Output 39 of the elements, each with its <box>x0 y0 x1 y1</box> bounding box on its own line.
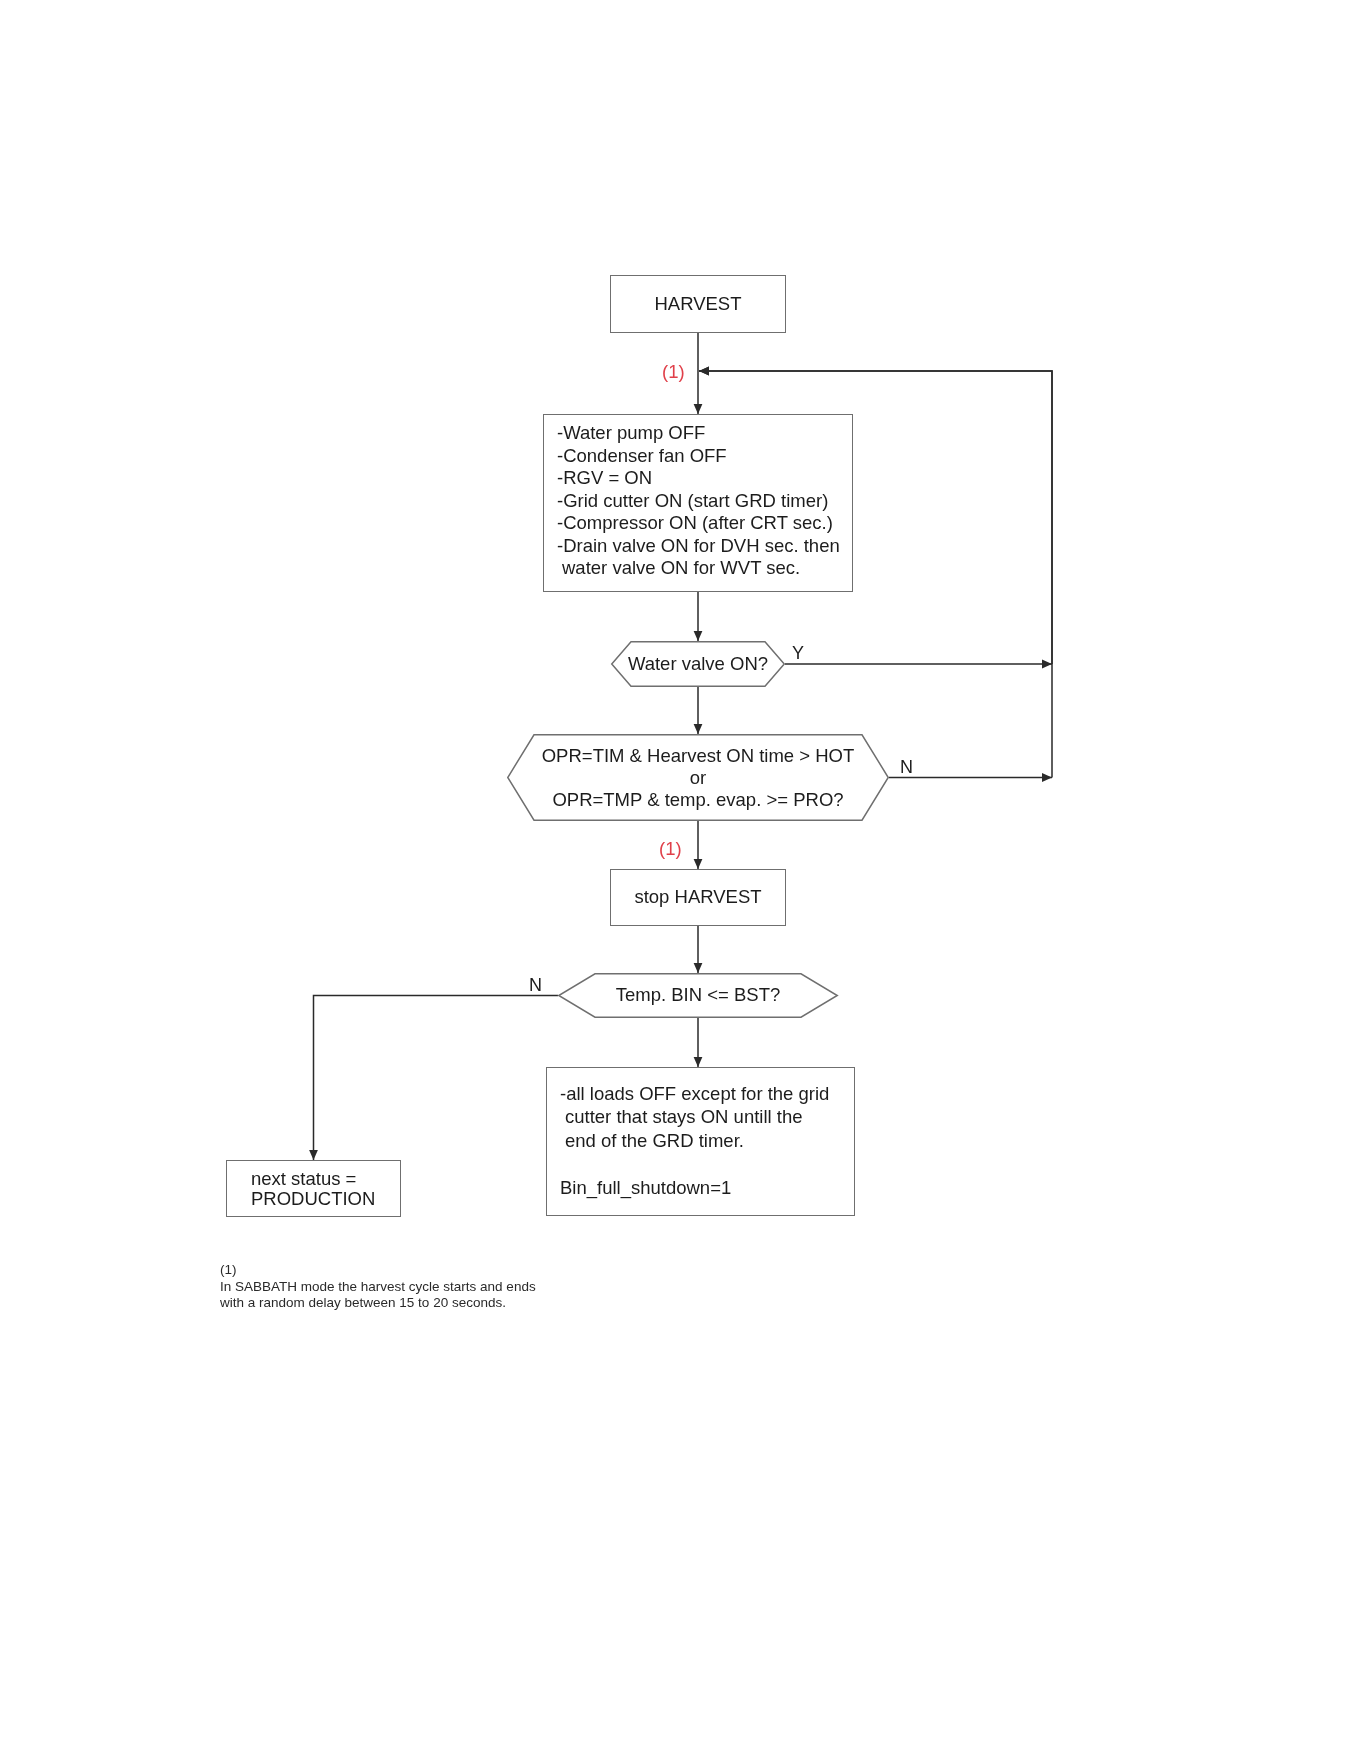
process-box <box>546 1067 855 1216</box>
condition-text: Temp. BIN <= BST? <box>615 984 781 1007</box>
step-text: -Water pump OFF <box>557 422 706 445</box>
decision-hexagon <box>507 734 889 821</box>
process-box <box>610 869 786 926</box>
edge-label: Y <box>791 644 805 662</box>
edge-label: N <box>899 758 914 776</box>
arrow <box>693 332 703 415</box>
arrow <box>309 994 559 1161</box>
footnote-marker: (1) <box>662 361 685 383</box>
condition-text: OPR=TMP & temp. evap. >= PRO? <box>552 788 844 811</box>
step-text: -Condenser fan OFF <box>557 444 727 467</box>
condition-text: Water valve ON? <box>627 652 769 676</box>
arrow <box>693 820 703 870</box>
step-text: next status = PRODUCTION <box>251 1168 377 1209</box>
footnote-marker: (1) <box>659 838 682 860</box>
process-box <box>543 414 853 592</box>
step-text: -Compressor ON (after CRT sec.) <box>557 512 833 535</box>
decision-hexagon <box>558 973 838 1018</box>
arrow <box>693 591 703 642</box>
step-text: -Drain valve ON for DVH sec. then water valve ON for WVT sec. <box>557 534 841 580</box>
footnote-marker: (1) <box>220 1262 237 1278</box>
step-text: stop HARVEST <box>634 886 762 909</box>
edge-label: N <box>528 976 543 994</box>
step-text: Bin_full_shutdown=1 <box>560 1175 732 1199</box>
arrow <box>693 1017 703 1068</box>
arrow <box>698 366 1053 782</box>
step-text: -RGV = ON <box>557 467 653 490</box>
step-text: HARVEST <box>654 292 742 316</box>
step-text: -Grid cutter ON (start GRD timer) <box>557 489 829 512</box>
arrow <box>693 925 703 974</box>
condition-text: OPR=TIM & Hearvest ON time > HOT <box>541 744 855 767</box>
arrow <box>693 686 703 735</box>
decision-hexagon <box>611 641 785 687</box>
process-box <box>226 1160 401 1217</box>
step-text: -all loads OFF except for the grid cutter that stays ON untill the end of the GRD timer. <box>560 1082 831 1153</box>
process-box <box>610 275 786 333</box>
condition-text: or <box>689 766 707 789</box>
footnote-text: In SABBATH mode the harvest cycle starts and ends with a random delay between 15 to 20 seconds. <box>220 1279 537 1311</box>
